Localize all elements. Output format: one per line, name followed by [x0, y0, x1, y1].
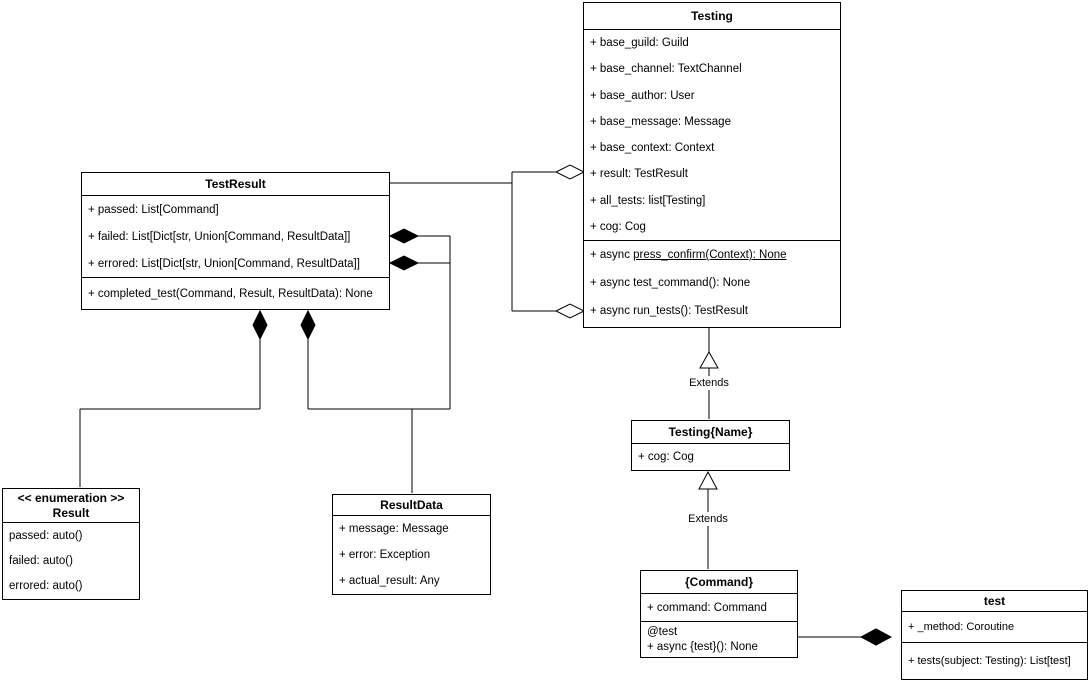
method-row: + async run_tests(): TestResult [590, 305, 748, 317]
enum-value-row: passed: auto() [9, 529, 83, 542]
composition-diamond-icon [388, 255, 420, 271]
method-prefix: + async [590, 249, 634, 261]
composition-diamond-icon [300, 309, 316, 341]
method-row: + completed_test(Command, Result, Result… [88, 287, 373, 300]
class-test[interactable]: test + _method: Coroutine + tests(subjec… [901, 590, 1088, 680]
extends-label: Extends [685, 512, 731, 526]
aggregation-diamond-icon [554, 303, 586, 319]
class-title-result: << enumeration >> Result [3, 489, 139, 523]
class-testing-name[interactable]: Testing{Name} + cog: Cog [631, 420, 790, 471]
attribute-row: + errored: List[Dict[str, Union[Command,… [88, 257, 360, 270]
composition-edge-result-enum [79, 339, 261, 487]
composition-diamond-icon [859, 628, 893, 646]
class-title-command: {Command} [641, 571, 797, 594]
attribute-row: + base_channel: TextChannel [590, 63, 742, 76]
attribute-row: + actual_result: Any [339, 575, 440, 587]
extends-label: Extends [686, 376, 732, 390]
testing-name-attributes-section: + cog: Cog [632, 444, 789, 470]
command-attributes-section: + command: Command [641, 594, 797, 622]
enum-stereotype: << enumeration >> [17, 490, 125, 505]
class-title-testresult: TestResult [82, 173, 389, 196]
enum-name: Result [52, 505, 90, 520]
resultdata-attributes-section: + message: Message + error: Exception + … [333, 516, 490, 594]
inheritance-triangle-icon [698, 470, 718, 490]
class-testing[interactable]: Testing + base_guild: Guild + base_chann… [583, 2, 841, 328]
class-title-resultdata: ResultData [333, 495, 490, 516]
enum-value-row: failed: auto() [9, 554, 73, 567]
testing-attributes-section: + base_guild: Guild + base_channel: Text… [584, 30, 840, 241]
testresult-methods-section: + completed_test(Command, Result, Result… [82, 278, 389, 309]
attribute-row: + base_message: Message [590, 115, 731, 128]
method-row-static: + async press_confirm(Context): None [590, 249, 834, 261]
attribute-row: + result: TestResult [590, 168, 688, 181]
composition-diamond-icon [252, 309, 268, 341]
composition-edge-failed-errored [418, 235, 451, 409]
attribute-row: + base_context: Context [590, 142, 715, 155]
inheritance-triangle-icon [699, 350, 719, 369]
method-underlined: press_confirm(Context): None [633, 249, 787, 261]
method-decorator-row: @test [647, 625, 678, 638]
aggregation-edge-testresult-testing [390, 171, 556, 312]
class-resultdata[interactable]: ResultData + message: Message + error: E… [332, 494, 491, 595]
class-title-testing: Testing [584, 3, 840, 30]
result-values-section: passed: auto() failed: auto() errored: a… [3, 523, 139, 599]
attribute-row: + error: Exception [339, 549, 431, 561]
testresult-attributes-section: + passed: List[Command] + failed: List[D… [82, 196, 389, 278]
class-title-testing-name: Testing{Name} [632, 421, 789, 444]
class-title-test: test [902, 591, 1087, 612]
attribute-row: + base_guild: Guild [590, 37, 689, 50]
method-row: + async test_command(): None [590, 277, 751, 289]
attribute-row: + cog: Cog [638, 451, 694, 463]
attribute-row: + _method: Coroutine [908, 621, 1015, 633]
command-methods-section: @test + async {test}(): None [641, 622, 797, 657]
attribute-row: + base_author: User [590, 89, 695, 102]
class-command[interactable]: {Command} + command: Command @test + asy… [640, 570, 798, 658]
method-row: + tests(subject: Testing): List[test] [908, 655, 1071, 667]
enum-value-row: errored: auto() [9, 580, 83, 593]
aggregation-diamond-icon [554, 164, 586, 180]
class-result-enumeration[interactable]: << enumeration >> Result passed: auto() … [2, 488, 140, 600]
method-row: + async {test}(): None [647, 640, 758, 653]
attribute-row: + all_tests: list[Testing] [590, 194, 706, 207]
test-methods-section: + tests(subject: Testing): List[test] [902, 643, 1087, 679]
attribute-row: + cog: Cog [590, 220, 646, 233]
test-attributes-section: + _method: Coroutine [902, 612, 1087, 643]
attribute-row: + passed: List[Command] [88, 203, 219, 216]
attribute-row: + message: Message [339, 523, 449, 535]
testing-methods-section: + async press_confirm(Context): None + a… [584, 241, 840, 325]
attribute-row: + failed: List[Dict[str, Union[Command, … [88, 230, 351, 243]
composition-edge-resultdata [307, 339, 450, 493]
class-testresult[interactable]: TestResult + passed: List[Command] + fai… [81, 172, 390, 310]
composition-diamond-icon [388, 228, 420, 244]
attribute-row: + command: Command [647, 601, 767, 614]
